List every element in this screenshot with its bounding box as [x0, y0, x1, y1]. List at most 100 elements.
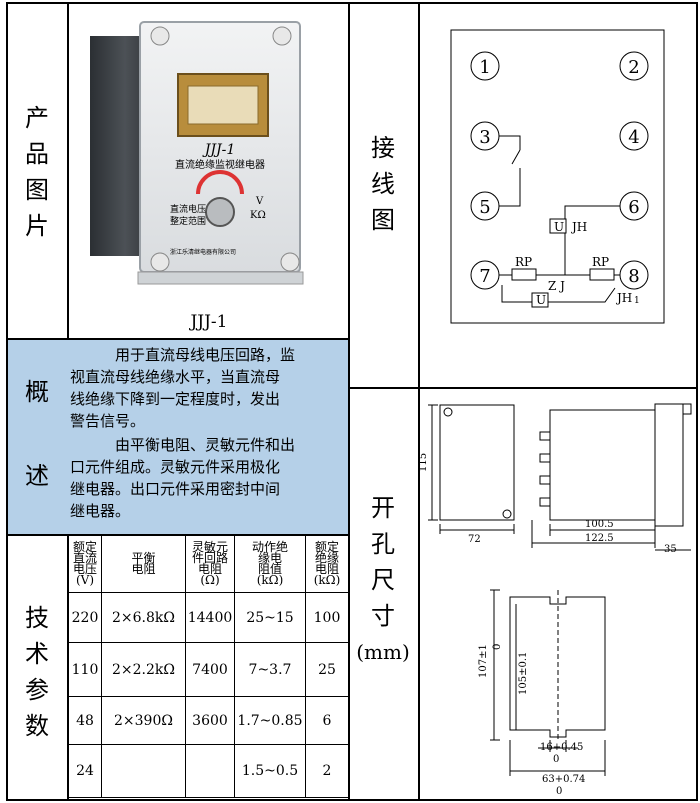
terminal-number: 4	[628, 127, 639, 148]
wire-7-lower	[501, 285, 532, 303]
device-model-text: JJJ-1	[202, 142, 235, 158]
overview-line: 口元件组成。灵敏元件采用极化	[70, 458, 281, 476]
overview-text: 用于直流母线电压回路，监 视直流母线绝缘水平，当直流母 线绝缘下降到一定程度时，…	[70, 344, 348, 522]
table-cell: 110	[68, 642, 102, 697]
header-balance-resistor: 平衡电阻	[101, 535, 186, 593]
screw-icon	[280, 252, 300, 272]
header-rated-voltage: 额定直流电压(V)	[68, 535, 102, 593]
side-view-flange	[654, 403, 684, 527]
resistor-rp-left	[511, 268, 537, 281]
label-char: 图	[371, 206, 395, 234]
label-char: 概	[25, 378, 49, 406]
overview-line: 视直流母线绝缘水平，当直流母	[70, 368, 281, 386]
label-rp-right: RP	[592, 255, 609, 269]
zj-coil	[531, 292, 549, 308]
dim-label-100-5: 100.5	[585, 519, 614, 530]
terminal-2	[619, 51, 649, 81]
overview-background	[8, 340, 348, 534]
product-model-caption: JJJ-1	[190, 312, 228, 332]
device-label-range: 整定范围	[170, 215, 206, 227]
table-cell: 1.7~0.85	[234, 696, 306, 745]
terminal-pin	[539, 475, 551, 485]
label-jh: JH	[570, 220, 587, 234]
header-rated-insulation-resistance: 额定绝缘电阻(kΩ)	[305, 535, 349, 593]
adjustment-knob-icon	[205, 197, 235, 227]
dial-scale	[196, 170, 244, 195]
table-cell: 48	[68, 696, 102, 745]
tech-params-table: 额定直流电压(V) 平衡电阻 灵敏元件回路电阻(Ω) 动作绝缘电阻值(kΩ) 额…	[68, 535, 349, 798]
label-char: 尺	[371, 566, 395, 594]
overview-line: 继电器。出口元件采用密封中间	[70, 480, 281, 498]
table-row: 220 2×6.8kΩ 14400 25~15 100	[68, 592, 349, 643]
table-cell: 7400	[185, 642, 235, 697]
overview-label: 概 述	[8, 370, 66, 498]
wire-5	[499, 168, 521, 207]
table-cell: 6	[305, 696, 349, 745]
header-operating-insulation-resistance: 动作绝缘电阻值(kΩ)	[234, 535, 306, 593]
relay-contact-block	[187, 85, 259, 125]
overview-line: 由平衡电阻、灵敏元件和出	[70, 436, 296, 454]
screw-icon	[150, 252, 170, 272]
grid-right-label-divider	[418, 2, 420, 801]
table-row: 48 2×390Ω 3600 1.7~0.85 6	[68, 696, 349, 745]
dim-line-72	[439, 524, 515, 534]
screw-icon	[272, 26, 292, 46]
dim-label-16: 16+0.45	[540, 742, 583, 753]
table-cell	[185, 744, 235, 798]
wire-3	[499, 135, 521, 150]
label-char: 接	[371, 134, 395, 162]
label-char: 产	[25, 104, 49, 132]
grid-right-row-divider	[348, 387, 698, 389]
table-cell: 25~15	[234, 592, 306, 643]
device-unit-kohm: KΩ	[250, 210, 266, 221]
side-view-tab	[682, 403, 692, 415]
resistor-rp-right	[589, 268, 615, 281]
grid-row-divider-1	[6, 338, 350, 340]
label-rp-left: RP	[515, 255, 532, 269]
device-title-text: 直流绝缘监视继电器	[175, 158, 265, 171]
wiring-frame	[450, 29, 665, 324]
label-zj: Z J	[548, 279, 565, 293]
table-cell: 2×6.8kΩ	[101, 592, 186, 643]
mounting-hole-icon	[443, 407, 453, 417]
terminal-number: 2	[628, 57, 639, 78]
terminal-number: 3	[479, 127, 490, 148]
grid-right-border	[696, 2, 698, 801]
mounting-hole-icon	[502, 509, 512, 519]
dim-label-16-sub: 0	[553, 754, 559, 765]
label-char: 图	[25, 176, 49, 204]
overview-line: 用于直流母线电压回路，监	[70, 346, 296, 364]
table-cell: 2×2.2kΩ	[101, 642, 186, 697]
wire-6	[564, 205, 620, 219]
table-row: 110 2×2.2kΩ 7400 7~3.7 25	[68, 642, 349, 697]
dim-line-107	[490, 589, 500, 741]
jh-coil	[549, 218, 567, 234]
label-char: 参	[25, 676, 49, 704]
device-label-voltage: 直流电压	[170, 203, 206, 215]
table-cell: 14400	[185, 592, 235, 643]
label-char: 品	[25, 140, 49, 168]
dim-label-122-5: 122.5	[585, 533, 614, 544]
label-jh1-subscript: 1	[634, 296, 640, 306]
label-char: 孔	[371, 530, 395, 558]
terminal-pin	[539, 453, 551, 463]
front-view-outline	[439, 404, 515, 521]
table-row: 24 1.5~0.5 2	[68, 744, 349, 798]
label-char: 线	[371, 170, 395, 198]
terminal-number: 5	[479, 197, 490, 218]
wiring-label: 接 线 图	[350, 130, 416, 238]
dim-label-72: 72	[468, 534, 481, 545]
table-cell	[101, 744, 186, 798]
dim-label-107: 107±1	[478, 644, 489, 678]
dim-label-35: 35	[664, 544, 677, 555]
label-char: 述	[25, 462, 49, 490]
table-cell: 100	[305, 592, 349, 643]
relay-product-photo: JJJ-1 直流绝缘监视继电器 直流电压 整定范围 V KΩ 浙江乐清继电器有限…	[90, 21, 304, 285]
label-char: 开	[371, 494, 395, 522]
label-char: 技	[25, 604, 49, 632]
table-cell: 3600	[185, 696, 235, 745]
dim-line-16	[538, 740, 578, 752]
terminal-pin	[539, 431, 551, 441]
overview-line: 线绝缘下降到一定程度时，发出	[70, 390, 281, 408]
table-cell: 7~3.7	[234, 642, 306, 697]
